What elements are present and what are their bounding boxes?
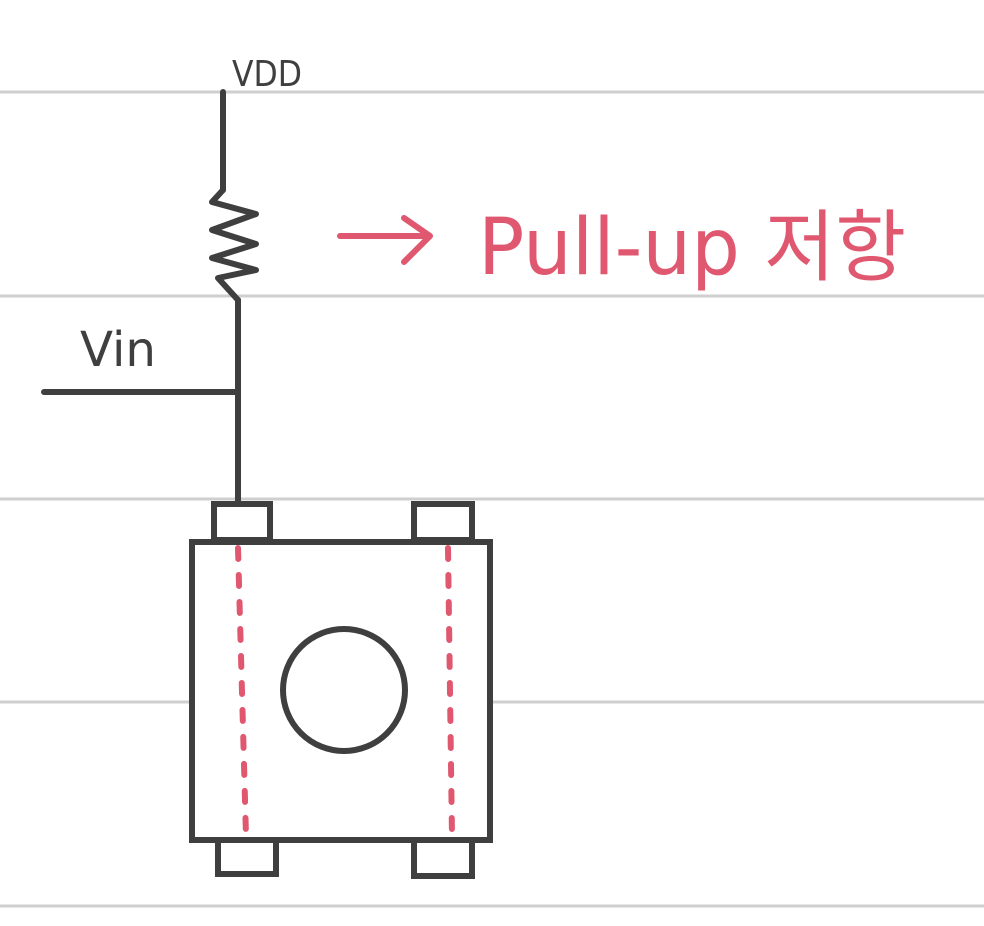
internal-connection [445,545,455,839]
button-plunger [280,626,408,754]
right-arrow-icon [337,215,433,265]
vdd-label: VDD [232,54,302,95]
pull-up-annotation: Pull-up 저항 [478,203,906,293]
vin-label: Vin [80,322,156,378]
switch-terminal [411,837,475,879]
internal-connection [235,545,249,839]
resistor-icon [209,187,259,303]
switch-terminal [215,837,279,877]
switch-terminal [211,501,273,543]
push-button-switch-icon [189,501,493,879]
ruled-lines [0,90,984,908]
switch-terminal [411,501,475,543]
